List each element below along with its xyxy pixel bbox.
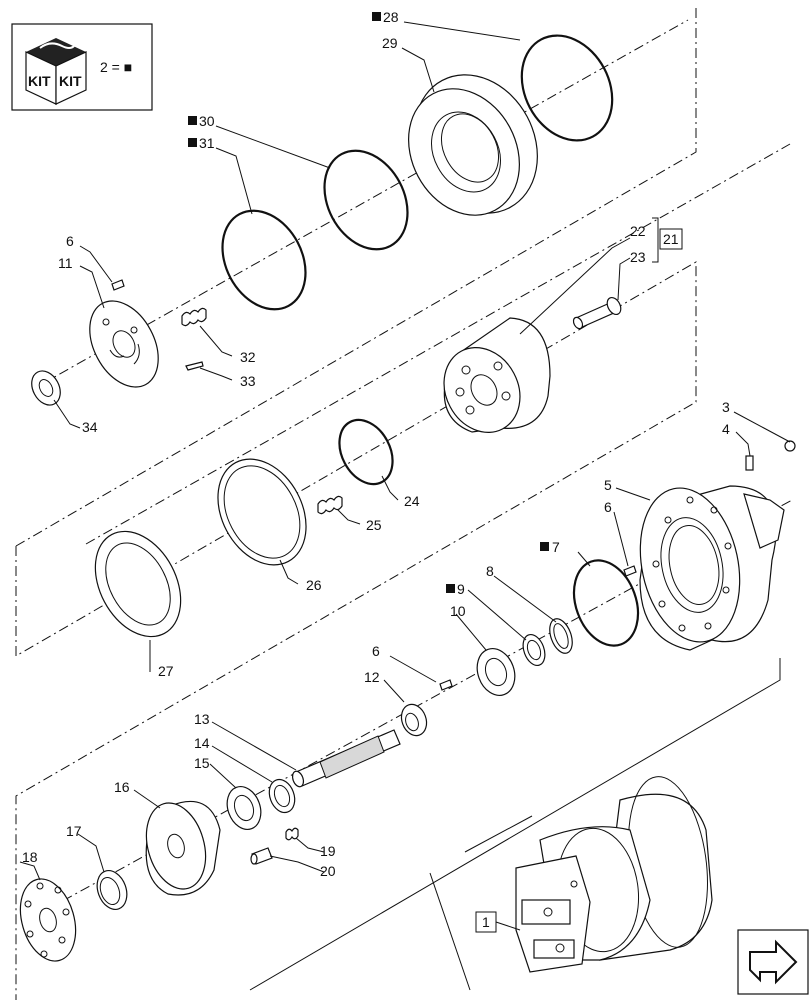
- callout-8: 8: [486, 563, 494, 579]
- callout-6-top: 6: [66, 233, 74, 249]
- part-22-cylinder-barrel: [443, 317, 551, 433]
- callout-23: 23: [630, 249, 646, 265]
- callout-4: 4: [722, 421, 730, 437]
- callout-29: 29: [382, 35, 398, 51]
- part-34-washer: [31, 370, 61, 406]
- part-8-snap-ring: [549, 618, 573, 654]
- part-3-plug: [784, 440, 796, 452]
- leader-lines: [19, 21, 791, 931]
- kit-legend: KIT KIT 2 = ■: [11, 23, 153, 111]
- part-7-o-ring: [572, 559, 640, 647]
- callout-7: 7: [552, 539, 560, 555]
- callout-6-housing: 6: [604, 499, 612, 515]
- part-1-travel-motor-assembly: [515, 776, 713, 973]
- part-31-o-ring: [221, 209, 307, 311]
- part-24-o-ring: [338, 418, 394, 486]
- part-16-cam-plate: [145, 800, 221, 896]
- part-23-pin: [572, 296, 622, 330]
- callout-19: 19: [320, 843, 336, 859]
- callout-box-1: [475, 911, 497, 933]
- part-25-spring: [317, 495, 343, 515]
- part-20-pin: [250, 847, 273, 865]
- callout-34: 34: [82, 419, 98, 435]
- callout-21: 21: [663, 231, 679, 247]
- callout-6-lower: 6: [372, 643, 380, 659]
- part-17-ring: [96, 870, 128, 910]
- part-18-valve-plate: [19, 878, 77, 962]
- callout-27: 27: [158, 663, 174, 679]
- part-12-bushing: [400, 703, 428, 737]
- part-10-bearing: [476, 648, 516, 696]
- callout-14: 14: [194, 735, 210, 751]
- callout-11: 11: [58, 255, 73, 271]
- kit-badge-left: KIT: [28, 73, 51, 89]
- part-26-plate: [217, 458, 307, 566]
- part-33-pin: [185, 361, 204, 371]
- callout-labels: 28 29 30 31 6 11 22 23 21 32 33 34 3 4 5…: [22, 9, 730, 933]
- kit-marker-7: [540, 542, 549, 551]
- next-page-arrow-icon[interactable]: [737, 929, 809, 995]
- callout-24: 24: [404, 493, 420, 509]
- callout-10: 10: [450, 603, 466, 619]
- kit-marker-28: [372, 12, 381, 21]
- callout-5: 5: [604, 477, 612, 493]
- callout-9: 9: [457, 581, 465, 597]
- callout-12: 12: [364, 669, 380, 685]
- part-30-o-ring: [323, 149, 409, 251]
- callout-16: 16: [114, 779, 130, 795]
- callout-33: 33: [240, 373, 256, 389]
- callout-26: 26: [306, 577, 322, 593]
- part-9-spacer: [522, 633, 546, 667]
- kit-legend-equation: 2 = ■: [100, 59, 132, 75]
- callout-box-21: [659, 228, 683, 250]
- callout-25: 25: [366, 517, 382, 533]
- kit-box-icon: KIT KIT: [25, 38, 87, 105]
- part-27-friction-plate: [94, 530, 182, 638]
- kit-marker-9: [446, 584, 455, 593]
- callout-28: 28: [383, 9, 399, 25]
- callout-18: 18: [22, 849, 38, 865]
- callout-32: 32: [240, 349, 256, 365]
- part-6-pin-lower: [439, 679, 453, 691]
- callout-3: 3: [722, 399, 730, 415]
- callout-17: 17: [66, 823, 82, 839]
- callout-13: 13: [194, 711, 210, 727]
- part-11-plate: [89, 300, 159, 388]
- part-29-piston: [408, 74, 538, 216]
- part-28-o-ring: [520, 34, 614, 142]
- part-19-spring: [285, 827, 299, 841]
- part-32-spring: [181, 307, 207, 327]
- part-6-pin-top: [111, 279, 125, 291]
- callout-30: 30: [199, 113, 215, 129]
- callout-1: 1: [482, 914, 490, 930]
- callout-31: 31: [199, 135, 215, 151]
- part-4-fitting: [745, 455, 754, 471]
- callout-15: 15: [194, 755, 210, 771]
- part-15-ball-bearing: [226, 786, 262, 830]
- part-13-shaft: [291, 729, 401, 788]
- kit-marker-30: [188, 116, 197, 125]
- callout-20: 20: [320, 863, 336, 879]
- kit-marker-31: [188, 138, 197, 147]
- part-5-motor-housing: [639, 485, 785, 651]
- callout-bracket-21: [652, 217, 659, 263]
- assembly-envelope: [15, 8, 781, 1000]
- callout-22: 22: [630, 223, 646, 239]
- part-6-pin-housing: [623, 565, 637, 577]
- kit-badge-right: KIT: [59, 73, 82, 89]
- part-14-needle-bearing: [268, 778, 296, 814]
